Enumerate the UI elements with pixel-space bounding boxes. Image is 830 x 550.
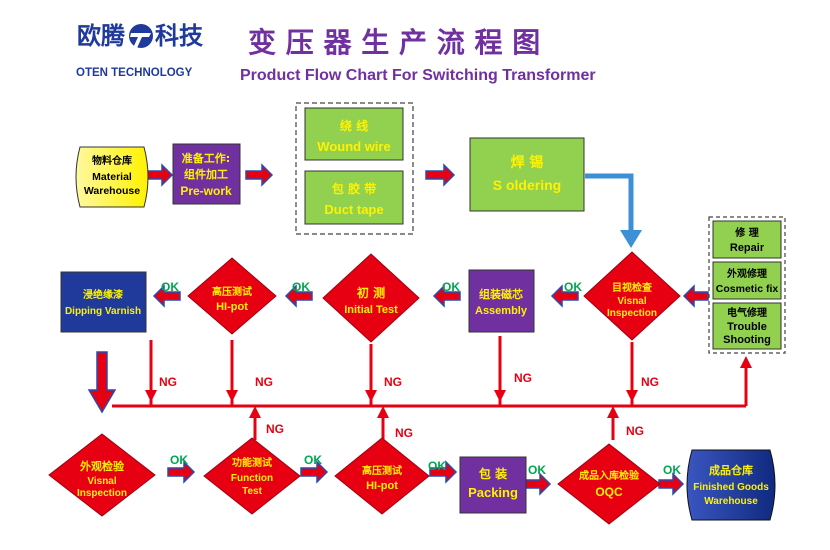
logo-en-text: OTEN TECHNOLOGY: [76, 67, 193, 79]
ok-label: OK: [161, 280, 179, 294]
cosmetic-fix-node: 外观修理 Cosmetic fix: [712, 261, 782, 300]
ng-label: NG: [384, 375, 402, 389]
visnal-inspection-diamond-1: 目视检查 Visnal Inspection: [583, 251, 681, 341]
wound-wire-node: 绕 线 Wound wire: [304, 107, 404, 161]
logo-cn-text: 欧腾: [77, 22, 126, 50]
ok-label: OK: [292, 280, 310, 294]
ng-label: NG: [159, 375, 177, 389]
trouble-shooting-node: 电气修理 Trouble Shooting: [712, 302, 782, 350]
visnal1-en1: Visnal: [617, 296, 646, 307]
dipping-varnish-node: 浸绝缘漆 Dipping Varnish: [60, 271, 147, 333]
material-warehouse-node: 物料仓库 Material Warehouse: [75, 146, 149, 208]
hipot1-cn: 高压测试: [212, 285, 252, 298]
flow-arrows: [146, 163, 709, 496]
ng-label: NG: [641, 375, 659, 389]
assembly-cn: 组装磁芯: [479, 287, 523, 301]
trouble-en1: Trouble: [727, 321, 767, 333]
ng-arrowheads: [145, 356, 752, 418]
visnal-inspection-diamond-2: 外观检验 Visnal Inspection: [48, 433, 156, 517]
trouble-cn: 电气修理: [727, 306, 767, 319]
ok-labels: OK OK OK OK OK OK OK OK OK: [161, 280, 681, 477]
ok-label: OK: [663, 463, 681, 477]
title-en: Product Flow Chart For Switching Transfo…: [240, 67, 596, 84]
ng-label: NG: [514, 371, 532, 385]
initial-en: Initial Test: [344, 304, 398, 316]
hipot2-en: HI-pot: [366, 480, 398, 492]
repair-group: 修 理 Repair 外观修理 Cosmetic fix 电气修理 Troubl…: [708, 216, 786, 354]
prework-node: 准备工作: 组件加工 Pre-work: [172, 143, 241, 205]
dipping-en: Dipping Varnish: [65, 306, 141, 317]
duct-en: Duct tape: [324, 202, 383, 217]
company-logo: 欧腾 科技 OTEN TECHNOLOGY: [76, 22, 204, 79]
repair-cn: 修 理: [734, 226, 758, 239]
soldering-node: 焊 锡 S oldering: [469, 137, 585, 212]
function-en2: Test: [242, 486, 262, 497]
material-en1: Material: [92, 171, 132, 183]
visnal1-cn: 目视检查: [612, 281, 653, 294]
repair-en: Repair: [730, 242, 765, 254]
visnal2-en2: Inspection: [77, 488, 127, 499]
ok-label: OK: [428, 459, 446, 473]
title-cn: 变 压 器 生 产 流 程 图: [248, 26, 540, 59]
logo-mark-icon: [129, 24, 153, 48]
function-cn: 功能测试: [232, 456, 272, 469]
finished-en1: Finished Goods: [693, 482, 769, 493]
prework-cn1: 准备工作:: [182, 151, 230, 165]
winding-group: 绕 线 Wound wire 包 胶 带 Duct tape: [295, 102, 414, 235]
material-cn: 物料仓库: [92, 154, 132, 167]
wound-cn: 绕 线: [340, 118, 368, 133]
cosmetic-en: Cosmetic fix: [716, 283, 779, 295]
assembly-en: Assembly: [475, 305, 528, 317]
ng-labels: NG NG NG NG NG NG NG NG: [159, 371, 659, 440]
ng-label: NG: [395, 426, 413, 440]
ng-label: NG: [266, 422, 284, 436]
initial-cn: 初 测: [357, 285, 385, 300]
ok-label: OK: [170, 453, 188, 467]
finished-goods-warehouse-node: 成品仓库 Finished Goods Warehouse: [686, 449, 776, 521]
packing-en: Packing: [468, 485, 518, 500]
ok-label: OK: [304, 453, 322, 467]
solder-en: S oldering: [493, 177, 561, 193]
assembly-node: 组装磁芯 Assembly: [468, 269, 535, 333]
solder-cn: 焊 锡: [511, 154, 544, 171]
finished-cn: 成品仓库: [709, 463, 753, 477]
ok-label: OK: [564, 280, 582, 294]
trouble-en2: Shooting: [723, 334, 771, 346]
hipot2-cn: 高压测试: [362, 464, 402, 477]
packing-cn: 包 装: [478, 466, 507, 481]
ng-label: NG: [255, 375, 273, 389]
duct-tape-node: 包 胶 带 Duct tape: [304, 170, 404, 225]
material-en2: Warehouse: [84, 185, 140, 197]
logo-cn2-text: 科技: [155, 22, 204, 50]
ng-label: NG: [626, 424, 644, 438]
blue-elbow-arrow: [585, 173, 642, 248]
function-test-diamond: 功能测试 Function Test: [203, 437, 301, 515]
ok-label: OK: [442, 280, 460, 294]
finished-en2: Warehouse: [704, 496, 758, 507]
oqc-diamond: 成品入库检验 OQC: [557, 443, 661, 525]
dipping-cn: 浸绝缘漆: [83, 288, 123, 301]
down-arrow-dipping: [87, 351, 117, 414]
cosmetic-cn: 外观修理: [726, 267, 767, 280]
repair-node: 修 理 Repair: [712, 220, 782, 259]
function-en1: Function: [231, 473, 273, 484]
prework-cn2: 组件加工: [184, 167, 228, 181]
hipot-diamond-1: 高压测试 HI-pot: [187, 257, 277, 335]
hipot-diamond-2: 高压测试 HI-pot: [334, 437, 430, 515]
hipot1-en: HI-pot: [216, 301, 248, 313]
visnal2-en1: Visnal: [87, 476, 116, 487]
oqc-cn: 成品入库检验: [579, 469, 640, 482]
wound-en: Wound wire: [317, 139, 390, 154]
initial-test-diamond: 初 测 Initial Test: [322, 253, 420, 343]
visnal1-en2: Inspection: [607, 308, 657, 319]
oqc-en: OQC: [595, 485, 623, 499]
packing-node: 包 装 Packing: [459, 456, 527, 514]
ok-label: OK: [528, 463, 546, 477]
visnal2-cn: 外观检验: [79, 459, 125, 473]
duct-cn: 包 胶 带: [331, 181, 376, 196]
prework-en: Pre-work: [180, 184, 232, 198]
